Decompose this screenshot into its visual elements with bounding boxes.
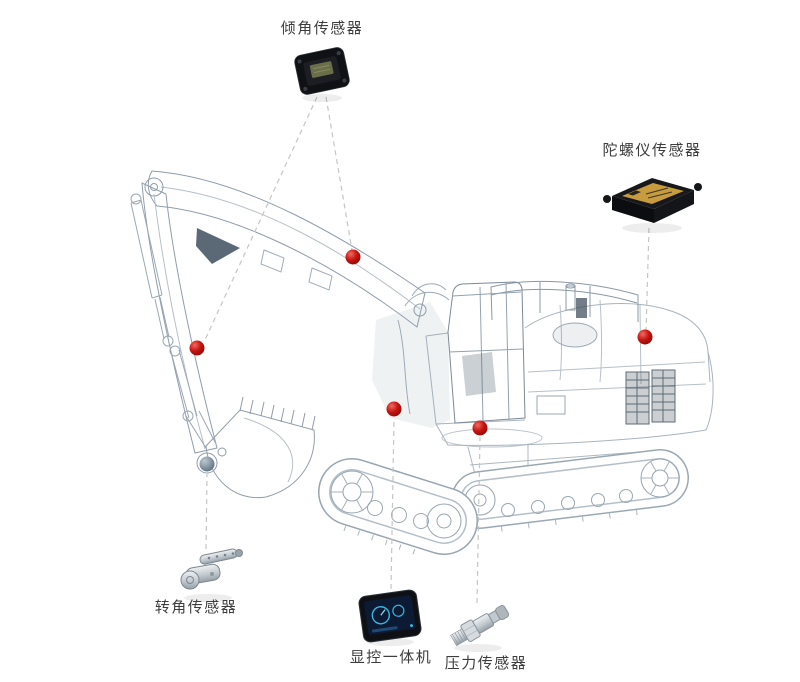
device-illustrations: [180, 47, 702, 652]
gyro-sensor-device-image: [603, 178, 702, 233]
boom: [144, 170, 427, 328]
leader-display: [390, 418, 395, 590]
rear-track: [451, 449, 689, 532]
label-pressure-sensor: 压力传感器: [444, 655, 528, 672]
marker-bucket: [199, 456, 215, 472]
leader-tilt-to-boom: [325, 96, 353, 251]
exhaust-stack: [565, 283, 587, 318]
marker-boom-tilt: [345, 249, 361, 265]
leader-lines: [203, 96, 650, 604]
tilt-sensor-device-image: [294, 47, 350, 102]
display-console-device-image: [358, 589, 422, 646]
side-panel: [536, 395, 566, 415]
marker-body-bottom: [472, 420, 488, 436]
cab: [372, 281, 526, 428]
handrail: [490, 280, 639, 322]
leader-gyro: [645, 227, 650, 332]
leader-pressure: [476, 436, 481, 604]
bucket: [196, 396, 316, 499]
pressure-sensor-device-image: [450, 604, 510, 652]
arm-stick: [130, 182, 240, 454]
marker-engine: [637, 329, 653, 345]
label-tilt-sensor: 倾角传感器: [280, 20, 364, 37]
label-display-console: 显控一体机: [349, 649, 433, 666]
bucket-teeth: [239, 396, 316, 431]
label-gyro-sensor: 陀螺仪传感器: [602, 142, 702, 159]
slew-ring: [441, 428, 543, 448]
leader-angle: [205, 473, 208, 550]
label-angle-sensor: 转角传感器: [154, 599, 238, 616]
marker-body-left: [386, 401, 402, 417]
angle-sensor-device-image: [180, 548, 243, 602]
radiator-grilles: [625, 369, 676, 425]
excavator-wireframe-illustration: [130, 170, 714, 555]
front-track: [318, 458, 478, 555]
marker-arm-tilt: [189, 340, 205, 356]
sensor-markers: [189, 249, 653, 472]
upper-body: [425, 280, 714, 446]
